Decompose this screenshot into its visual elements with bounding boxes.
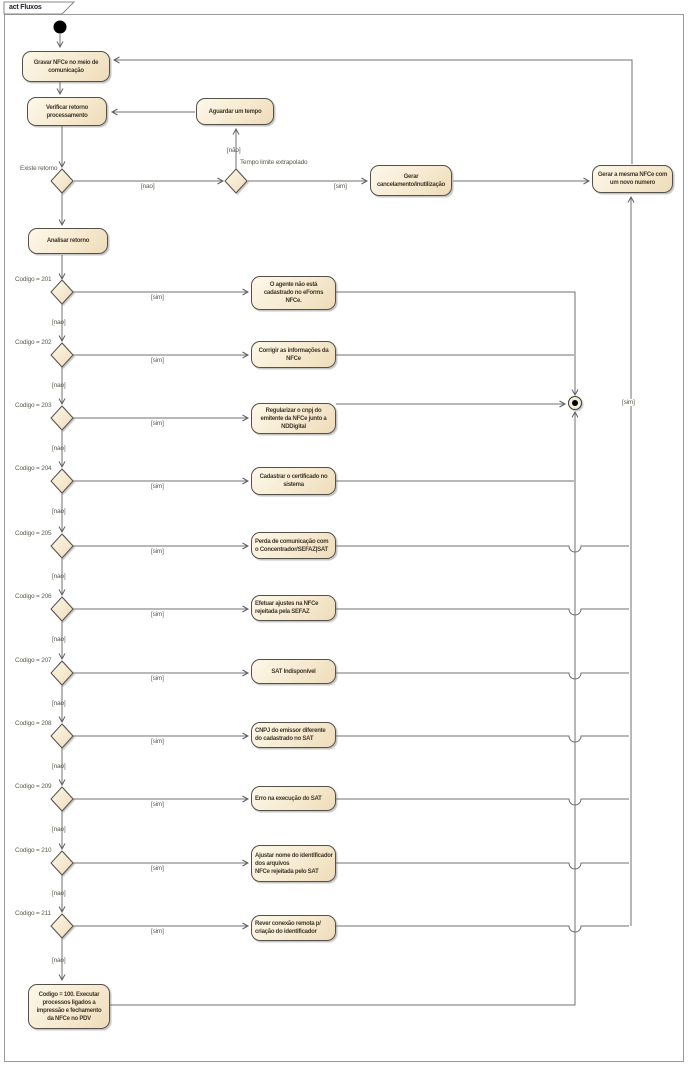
decision-codigo-210[interactable] <box>50 850 74 876</box>
decision-codigo-204[interactable] <box>50 468 74 494</box>
action-202[interactable]: Corrigir as informações da NFCe <box>251 341 336 368</box>
label-codigo-201: Codigo = 201 <box>15 276 52 283</box>
decision-codigo-201[interactable] <box>50 279 74 305</box>
edge-211-to-sim-line <box>336 925 629 933</box>
activity-gerar-mesma-nfce[interactable]: Gerar a mesma NFCe com um novo numero <box>592 165 673 193</box>
label-nao-211: [nao] <box>52 957 66 964</box>
edge-205-to-sim-line <box>336 545 629 553</box>
label-sim-207: [sim] <box>151 675 164 682</box>
label-codigo-205: Codigo = 205 <box>15 530 52 537</box>
label-codigo-203: Codigo = 203 <box>15 402 52 409</box>
diagram-title: act Fluxos <box>9 4 42 11</box>
guard-tempo-limite: Tempo limite extrapolado <box>240 159 308 166</box>
decision-codigo-208[interactable] <box>50 723 74 749</box>
label-sim-209: [sim] <box>151 801 164 808</box>
decision-codigo-203[interactable] <box>50 405 74 431</box>
action-206[interactable]: Efetuar ajustes na NFCe rejeitada pela S… <box>251 595 336 621</box>
action-210[interactable]: Ajustar nome do identificador dos arquiv… <box>251 845 336 882</box>
action-201[interactable]: O agente não está cadastrado no eForms N… <box>251 276 336 310</box>
label-codigo-210: Codigo = 210 <box>15 847 52 854</box>
guard-existe-retorno: Existe retorno <box>20 165 58 172</box>
activity-codigo-100[interactable]: Codigo = 100. Executar processos ligados… <box>28 984 110 1029</box>
action-203[interactable]: Regularizar o cnpj do emitente da NFCe j… <box>251 403 336 434</box>
label-nao-207: [nao] <box>52 700 66 707</box>
action-205[interactable]: Perda de comunicação com o Concentrador/… <box>251 532 336 559</box>
label-sim-tempo: [sim] <box>334 183 347 190</box>
activity-gravar-nfce[interactable]: Gravar NFCe no meio de comunicação <box>22 51 110 82</box>
activity-aguardar-tempo[interactable]: Aguardar um tempo <box>196 98 274 125</box>
label-codigo-206: Codigo = 206 <box>15 593 52 600</box>
frame-tab-shape <box>3 1 76 15</box>
label-codigo-207: Codigo = 207 <box>15 657 52 664</box>
decision-codigo-206[interactable] <box>50 596 74 622</box>
label-sim-210: [sim] <box>151 865 164 872</box>
label-nao-201: [nao] <box>52 319 66 326</box>
label-sim-202: [sim] <box>151 357 164 364</box>
initial-node[interactable] <box>53 20 67 34</box>
action-204[interactable]: Cadastrar o certificado no sistema <box>251 467 336 495</box>
label-nao-204: [nao] <box>52 508 66 515</box>
label-nao-210: [nao] <box>52 890 66 897</box>
activity-verificar-retorno[interactable]: Verificar retorno processamento <box>27 97 107 126</box>
label-sim-204: [sim] <box>151 483 164 490</box>
label-codigo-204: Codigo = 204 <box>15 465 52 472</box>
action-207[interactable]: SAT Indisponível <box>251 659 336 684</box>
activity-analisar-retorno[interactable]: Analisar retorno <box>28 228 108 254</box>
decision-existe-retorno[interactable] <box>50 168 74 194</box>
label-sim-205: [sim] <box>151 548 164 555</box>
label-nao-209: [nao] <box>52 826 66 833</box>
edge-206-to-sim-line <box>336 608 629 616</box>
label-nao-existe: [nao] <box>141 183 155 190</box>
final-node-dot <box>572 400 578 406</box>
decision-codigo-209[interactable] <box>50 786 74 812</box>
label-codigo-209: Codigo = 209 <box>15 783 52 790</box>
label-nao-203: [nao] <box>52 445 66 452</box>
label-sim-206: [sim] <box>151 611 164 618</box>
label-codigo-208: Codigo = 208 <box>15 720 52 727</box>
edge-207-to-sim-line <box>336 672 629 680</box>
label-nao-208: [nao] <box>52 763 66 770</box>
label-codigo-211: Codigo = 211 <box>15 910 51 917</box>
edge-gerarmesma-to-gravar <box>112 56 633 164</box>
action-208[interactable]: CNPJ do emissor diferente do cadastrado … <box>251 722 336 748</box>
edge-201-to-final <box>336 291 579 397</box>
label-sim-203: [sim] <box>151 420 164 427</box>
edge-208-to-sim-line <box>336 735 629 743</box>
activity-gerar-cancelamento[interactable]: Gerar cancelamento/inutilização <box>370 165 452 196</box>
decision-codigo-211[interactable] <box>50 913 74 939</box>
decision-tempo-limite[interactable] <box>224 168 248 194</box>
label-sim-211: [sim] <box>151 928 164 935</box>
edge-210-to-sim-line <box>336 862 629 870</box>
action-211[interactable]: Rever conexão remota p/ criação do ident… <box>251 915 336 941</box>
edge-100-to-final <box>110 410 579 1006</box>
decision-codigo-207[interactable] <box>50 660 74 686</box>
action-209[interactable]: Erro na execução do SAT <box>251 786 336 811</box>
decision-codigo-202[interactable] <box>50 342 74 368</box>
label-sim-201: [sim] <box>151 294 164 301</box>
diagram-frame <box>4 14 684 1062</box>
edge-209-to-sim-line <box>336 798 629 806</box>
label-codigo-202: Codigo = 202 <box>15 339 52 346</box>
label-nao-202: [nao] <box>52 382 66 389</box>
label-sim-208: [sim] <box>151 738 164 745</box>
label-nao-205: [nao] <box>52 573 66 580</box>
decision-codigo-205[interactable] <box>50 533 74 559</box>
label-sim-merge: [sim] <box>621 399 636 406</box>
label-nao-206: [nao] <box>52 636 66 643</box>
label-nao-tempo: [não] <box>227 147 241 154</box>
